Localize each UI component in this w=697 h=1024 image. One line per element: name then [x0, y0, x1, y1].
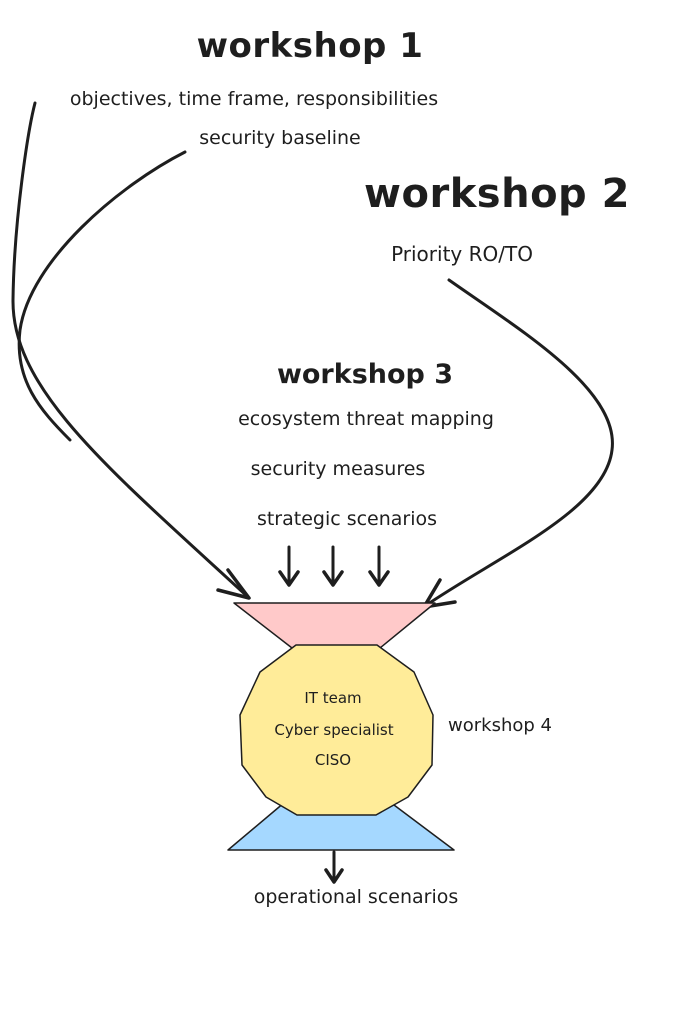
down-arrow-1 — [278, 545, 300, 587]
arrow-objectives-head — [216, 568, 251, 600]
participant-it-team: IT team — [304, 689, 361, 707]
workshop-1-title: workshop 1 — [197, 26, 424, 66]
center-node — [239, 644, 434, 816]
workshop-4-label: workshop 4 — [448, 715, 552, 736]
workshop-3-item-threat-mapping: ecosystem threat mapping — [238, 408, 494, 430]
participant-cyber-specialist: Cyber specialist — [274, 721, 393, 739]
workshop-2-title: workshop 2 — [364, 171, 630, 217]
workshop-3-item-security-measures: security measures — [251, 458, 426, 480]
workshop-2-item-priority: Priority RO/TO — [391, 242, 533, 266]
workshop-3-title: workshop 3 — [277, 359, 453, 390]
top-funnel — [233, 602, 436, 649]
workshop-3-item-strategic-scenarios: strategic scenarios — [257, 508, 437, 530]
arrow-baseline-to-funnel — [17, 150, 187, 442]
arrow-priority-to-funnel — [423, 278, 614, 608]
workshop-1-item-objectives: objectives, time frame, responsibilities — [70, 88, 438, 110]
down-arrow-3 — [368, 545, 390, 587]
arrow-objectives-to-funnel — [11, 101, 250, 599]
output-arrow — [324, 850, 344, 884]
workshop-1-item-security-baseline: security baseline — [199, 127, 360, 149]
down-arrow-2 — [322, 545, 344, 587]
participant-ciso: CISO — [315, 751, 351, 769]
output-label: operational scenarios — [254, 886, 459, 908]
